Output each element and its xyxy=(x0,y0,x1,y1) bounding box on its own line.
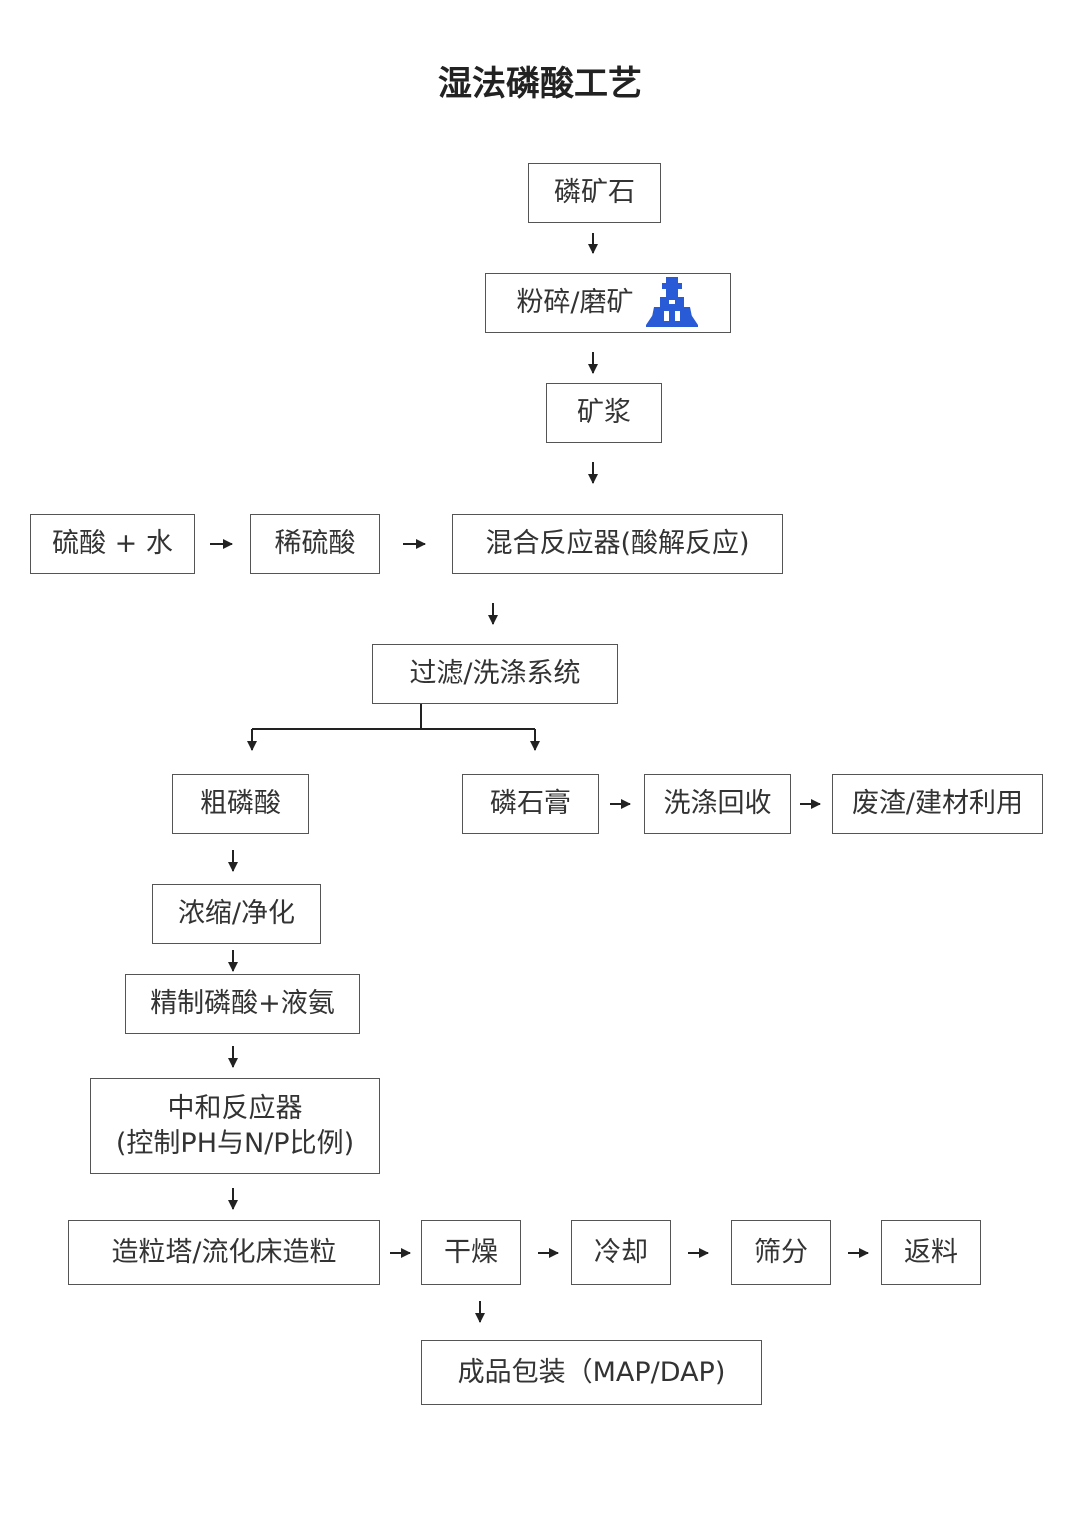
node-granulation: 造粒塔/流化床造粒 xyxy=(68,1220,380,1285)
node-return: 返料 xyxy=(881,1220,981,1285)
node-neutralization-reactor: 中和反应器 (控制PH与N/P比例) xyxy=(90,1078,380,1174)
node-gypsum: 磷石膏 xyxy=(462,774,599,834)
node-dilute-acid: 稀硫酸 xyxy=(250,514,380,574)
node-reactor: 混合反应器(酸解反应) xyxy=(452,514,783,574)
node-packaging: 成品包装（MAP/DAP) xyxy=(421,1340,762,1405)
node-phosphate-rock: 磷矿石 xyxy=(528,163,661,223)
node-drying: 干燥 xyxy=(421,1220,521,1285)
diagram-title: 湿法磷酸工艺 xyxy=(438,64,642,104)
node-screening: 筛分 xyxy=(731,1220,831,1285)
neutral-line-1: 中和反应器 xyxy=(167,1092,303,1124)
neutral-line-2: (控制PH与N/P比例) xyxy=(115,1128,355,1159)
ball-mill-icon xyxy=(645,277,698,327)
node-refined-ammonia: 精制磷酸+液氨 xyxy=(125,974,360,1034)
node-concentrate: 浓缩/净化 xyxy=(152,884,321,944)
node-filter: 过滤/洗涤系统 xyxy=(372,644,618,704)
node-crude-acid: 粗磷酸 xyxy=(172,774,309,834)
node-acid-water: 硫酸 + 水 xyxy=(30,514,195,574)
node-wash-recover: 洗涤回收 xyxy=(644,774,791,834)
node-crushing: 粉碎/磨矿 xyxy=(485,273,731,333)
node-waste: 废渣/建材利用 xyxy=(832,774,1043,834)
node-cooling: 冷却 xyxy=(571,1220,671,1285)
node-slurry: 矿浆 xyxy=(546,383,662,443)
